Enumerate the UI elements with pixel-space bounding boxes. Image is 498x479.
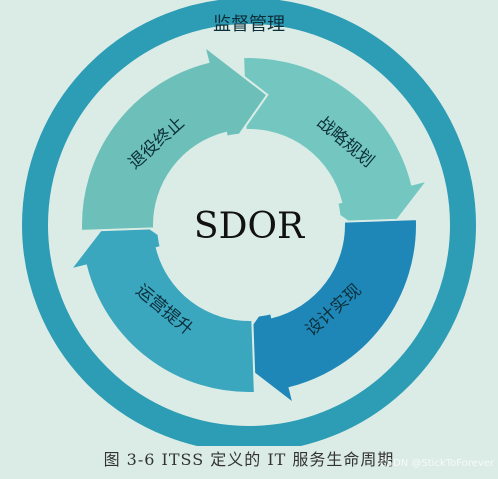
phase-arrow-retire xyxy=(80,43,269,232)
watermark: CSDN @StickToForever xyxy=(379,458,494,469)
outer-ring-label: 监督管理 xyxy=(213,14,285,35)
figure-caption: 图 3-6 ITSS 定义的 IT 服务生命周期 xyxy=(103,450,395,469)
phase-arrow-strategy xyxy=(242,56,431,245)
outer-ring xyxy=(22,0,476,446)
phase-arrow-design xyxy=(229,218,418,407)
center-label: SDOR xyxy=(194,206,305,247)
phase-arrow-operation xyxy=(67,205,256,394)
outer-ring-gap xyxy=(50,26,448,424)
lifecycle-diagram: 监督管理 SDOR 战略规划 设计实现 运营提升 退役终止 xyxy=(22,0,476,446)
inner-circle xyxy=(157,133,341,317)
